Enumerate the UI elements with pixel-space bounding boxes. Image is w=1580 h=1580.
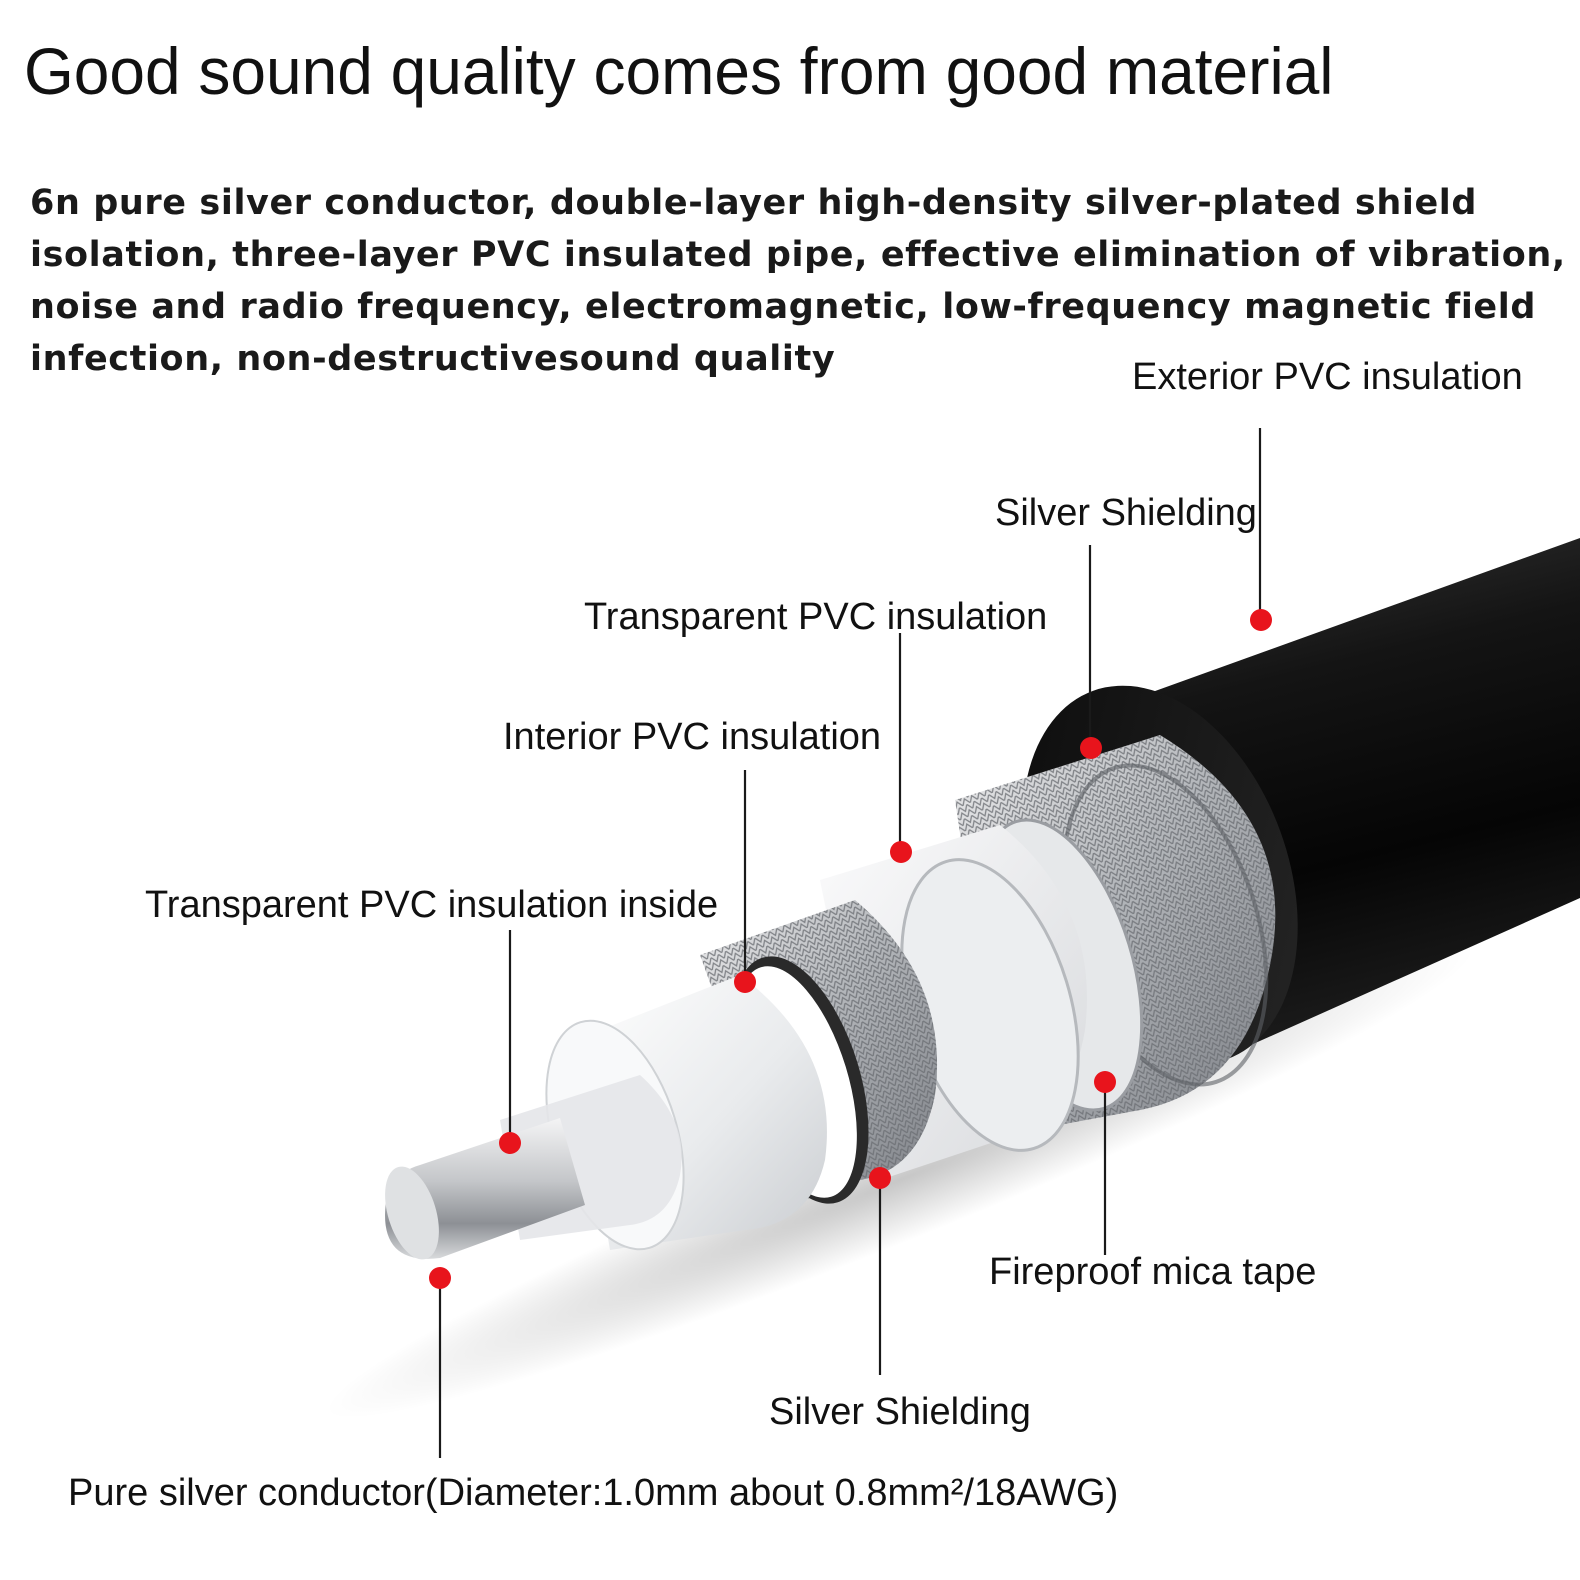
label-silver-shielding-inner: Silver Shielding	[769, 1391, 1031, 1433]
label-interior-pvc: Interior PVC insulation	[503, 716, 882, 758]
marker-transparent-pvc	[890, 841, 912, 863]
label-exterior-pvc: Exterior PVC insulation	[1132, 356, 1523, 398]
marker-silver-shielding-outer	[1080, 737, 1102, 759]
marker-exterior-pvc	[1250, 609, 1272, 631]
leader-lines	[438, 428, 1262, 1458]
description-text: 6n pure silver conductor, double-layer h…	[30, 177, 1566, 385]
page-title: Good sound quality comes from good mater…	[24, 34, 1334, 108]
label-transparent-pvc: Transparent PVC insulation	[584, 596, 1048, 638]
marker-interior-pvc	[734, 971, 756, 993]
label-transparent-pvc-inside: Transparent PVC insulation inside	[145, 884, 719, 926]
callout-markers	[429, 609, 1272, 1289]
label-silver-shielding-outer: Silver Shielding	[995, 492, 1257, 534]
description-line: 6n pure silver conductor, double-layer h…	[30, 183, 1478, 223]
description-line: isolation, three-layer PVC insulated pip…	[30, 235, 1566, 275]
label-conductor: Pure silver conductor(Diameter:1.0mm abo…	[68, 1472, 1119, 1514]
marker-transparent-pvc-inside	[499, 1132, 521, 1154]
cable-body	[385, 538, 1580, 1260]
description-line: infection, non-destructivesound quality	[30, 339, 836, 379]
marker-conductor	[429, 1267, 451, 1289]
marker-fireproof-mica	[1094, 1071, 1116, 1093]
label-fireproof-mica: Fireproof mica tape	[989, 1251, 1317, 1293]
marker-silver-shielding-inner	[869, 1167, 891, 1189]
description-line: noise and radio frequency, electromagnet…	[30, 287, 1537, 327]
